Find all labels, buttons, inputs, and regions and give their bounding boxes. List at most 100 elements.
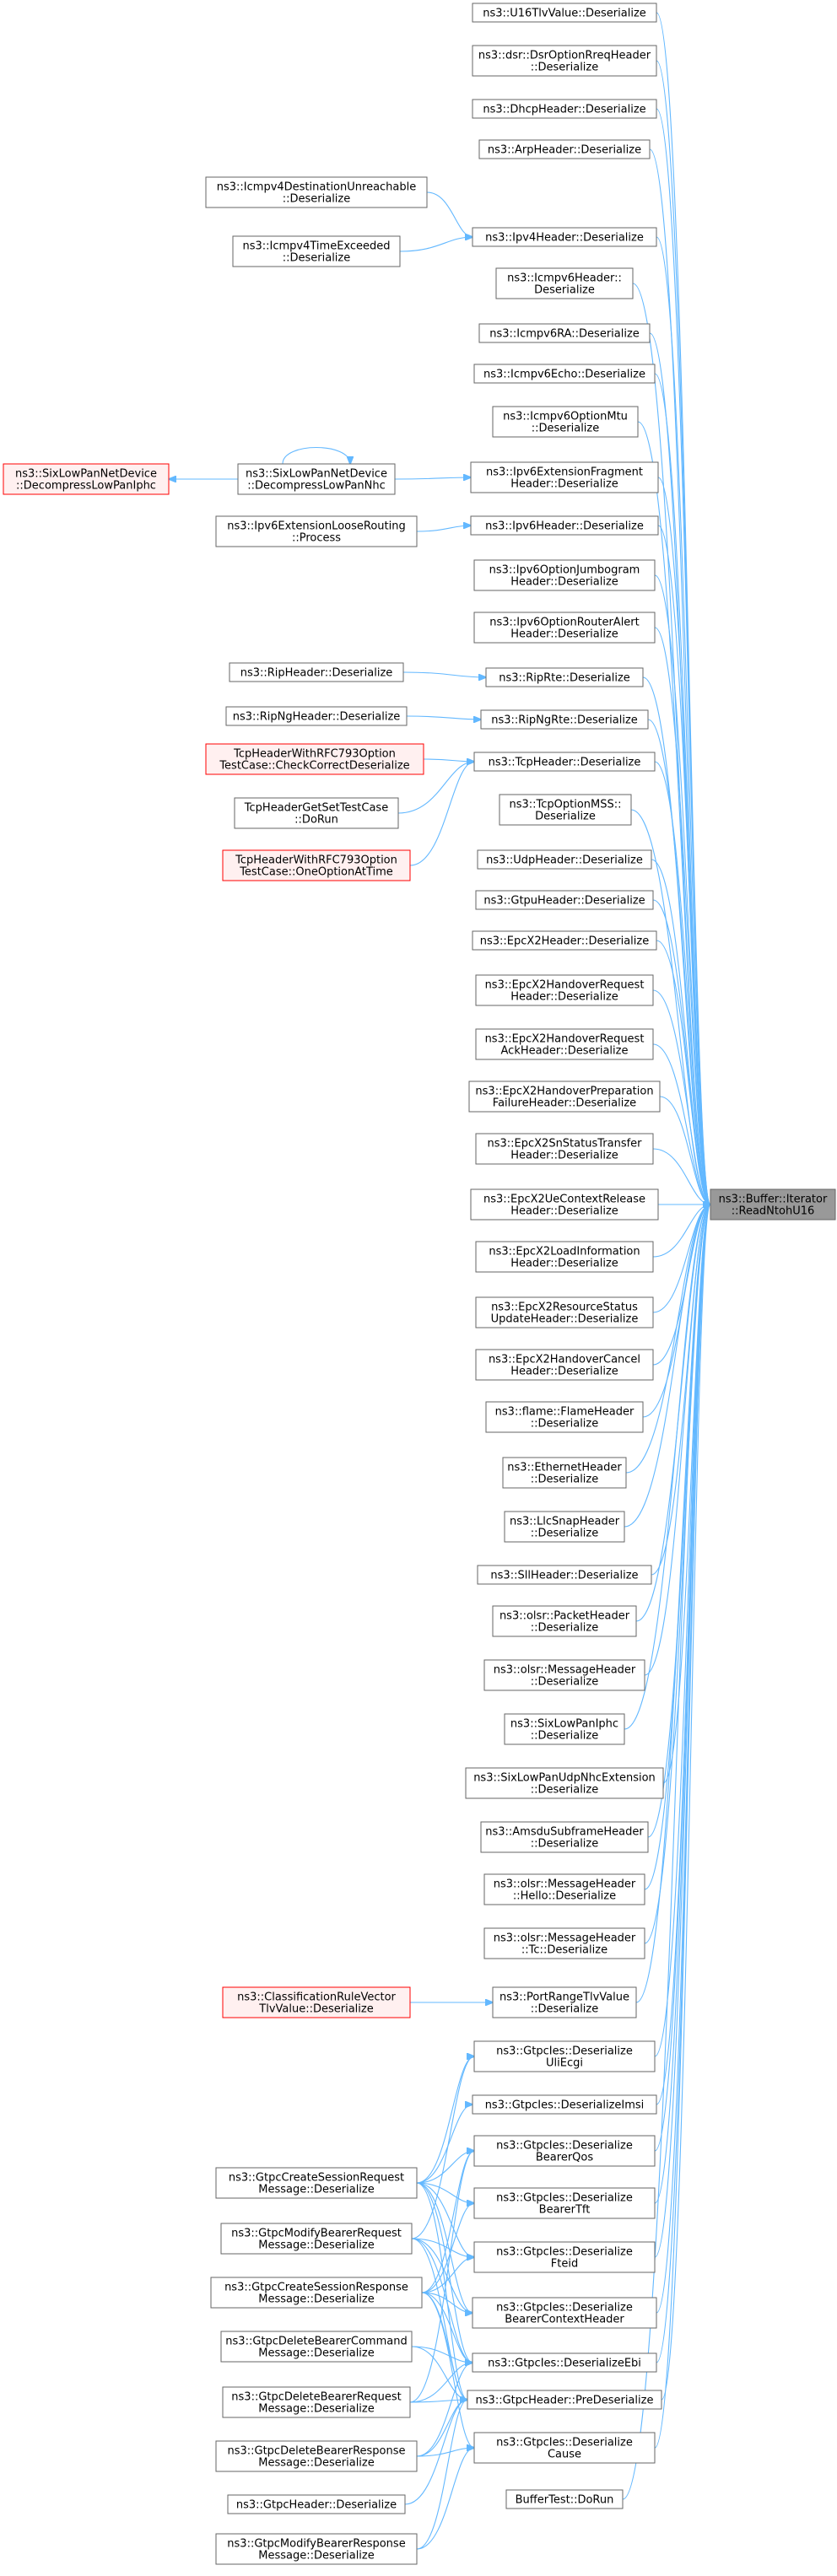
edge-l3-to-n10 bbox=[394, 477, 471, 479]
graph-node[interactable]: ns3::Icmpv6OptionMtu::Deserialize bbox=[492, 406, 639, 438]
graph-node[interactable]: ns3::TcpOptionMSS::Deserialize bbox=[499, 794, 632, 826]
graph-node[interactable]: ns3::EpcX2HandoverCancelHeader::Deserial… bbox=[475, 1349, 654, 1381]
graph-node[interactable]: ns3::GtpcIes::DeserializeBearerContextHe… bbox=[472, 2297, 657, 2329]
node-box bbox=[472, 2094, 657, 2115]
graph-node[interactable]: ns3::GtpcDeleteBearerRequestMessage::Des… bbox=[222, 2386, 411, 2418]
node-label: ns3::ArpHeader::Deserialize bbox=[488, 144, 641, 157]
graph-node[interactable]: ns3::ArpHeader::Deserialize bbox=[478, 139, 651, 159]
graph-node[interactable]: ns3::GtpcDeleteBearerCommandMessage::Des… bbox=[220, 2331, 413, 2363]
graph-node[interactable]: ns3::SixLowPanIphc::Deserialize bbox=[504, 1713, 625, 1745]
node-label: ns3::ClassificationRuleVector bbox=[237, 1991, 396, 2004]
graph-node[interactable]: ns3::RipHeader::Deserialize bbox=[229, 662, 404, 682]
target-node[interactable]: ns3::Buffer::Iterator::ReadNtohU16 bbox=[710, 1188, 836, 1221]
graph-node[interactable]: ns3::flame::FlameHeader::Deserialize bbox=[485, 1401, 644, 1433]
graph-node[interactable]: ns3::PortRangeTlvValue::Deserialize bbox=[492, 1986, 637, 2018]
node-label: ns3::EpcX2SnStatusTransfer bbox=[487, 1138, 642, 1151]
graph-node[interactable]: ns3::RipRte::Deserialize bbox=[485, 667, 644, 687]
graph-node[interactable]: ns3::AmsduSubframeHeader::Deserialize bbox=[480, 1821, 649, 1853]
node-label: ns3::EpcX2HandoverCancel bbox=[489, 1354, 640, 1366]
graph-node[interactable]: ns3::ClassificationRuleVectorTlvValue::D… bbox=[222, 1986, 411, 2018]
graph-node[interactable]: ns3::Icmpv4DestinationUnreachable::Deser… bbox=[205, 176, 428, 208]
graph-node[interactable]: ns3::Icmpv6Echo::Deserialize bbox=[473, 364, 656, 384]
node-box bbox=[215, 2440, 418, 2472]
graph-node[interactable]: ns3::GtpcHeader::Deserialize bbox=[227, 2494, 406, 2514]
graph-node[interactable]: ns3::Ipv6OptionRouterAlertHeader::Deseri… bbox=[473, 612, 656, 644]
node-label: ns3::RipNgRte::Deserialize bbox=[491, 714, 638, 727]
graph-node[interactable]: ns3::DhcpHeader::Deserialize bbox=[472, 99, 657, 119]
node-label: ::DoRun bbox=[294, 814, 338, 827]
graph-node[interactable]: ns3::GtpcIes::DeserializeEbi bbox=[472, 2352, 657, 2373]
node-box bbox=[485, 667, 644, 687]
node-box bbox=[472, 3, 657, 23]
graph-node[interactable]: ns3::EpcX2UeContextReleaseHeader::Deseri… bbox=[470, 1188, 659, 1221]
graph-node[interactable]: ns3::Ipv6ExtensionFragmentHeader::Deseri… bbox=[470, 461, 659, 493]
graph-node[interactable]: ns3::olsr::MessageHeader::Deserialize bbox=[483, 1659, 645, 1691]
graph-node[interactable]: ns3::SixLowPanNetDevice::DecompressLowPa… bbox=[3, 463, 170, 495]
graph-node[interactable]: ns3::olsr::MessageHeader::Tc::Deserializ… bbox=[483, 1927, 645, 1959]
graph-node[interactable]: ns3::GtpcHeader::PreDeserialize bbox=[467, 2390, 662, 2410]
node-label: Header::Deserialize bbox=[510, 1205, 618, 1218]
graph-node[interactable]: ns3::Ipv6ExtensionLooseRouting::Process bbox=[215, 515, 418, 547]
graph-node[interactable]: ns3::Icmpv6RA::Deserialize bbox=[478, 323, 651, 343]
node-box bbox=[480, 1821, 649, 1853]
graph-node[interactable]: ns3::GtpcIes::DeserializeImsi bbox=[472, 2094, 657, 2115]
graph-node[interactable]: ns3::Ipv4Header::Deserialize bbox=[472, 227, 657, 247]
graph-node[interactable]: ns3::GtpcCreateSessionRequestMessage::De… bbox=[215, 2167, 418, 2199]
graph-node[interactable]: ns3::Ipv6OptionJumbogramHeader::Deserial… bbox=[473, 559, 656, 591]
graph-node[interactable]: ns3::RipNgHeader::Deserialize bbox=[225, 706, 408, 726]
node-label: ::Deserialize bbox=[531, 1676, 599, 1689]
node-label: ::Deserialize bbox=[531, 1784, 599, 1797]
graph-node[interactable]: ns3::EpcX2SnStatusTransferHeader::Deseri… bbox=[475, 1133, 654, 1165]
graph-node[interactable]: ns3::SixLowPanNetDevice::DecompressLowPa… bbox=[237, 463, 396, 495]
graph-node[interactable]: ns3::Ipv6Header::Deserialize bbox=[470, 515, 659, 536]
graph-node[interactable]: ns3::TcpHeader::Deserialize bbox=[473, 752, 656, 772]
node-label: UpdateHeader::Deserialize bbox=[491, 1313, 639, 1326]
node-label: ns3::GtpcIes::Deserialize bbox=[496, 2437, 633, 2449]
node-box bbox=[475, 1241, 654, 1273]
node-label: ::Deserialize bbox=[531, 1474, 599, 1486]
node-label: ns3::GtpcIes::Deserialize bbox=[496, 2192, 633, 2205]
graph-node[interactable]: ns3::olsr::MessageHeader::Hello::Deseria… bbox=[483, 1873, 645, 1905]
node-box bbox=[483, 1873, 645, 1905]
graph-node[interactable]: ns3::RipNgRte::Deserialize bbox=[480, 709, 649, 730]
graph-node[interactable]: ns3::EpcX2HandoverPreparationFailureHead… bbox=[468, 1081, 661, 1113]
graph-node[interactable]: ns3::EthernetHeader::Deserialize bbox=[502, 1457, 627, 1489]
edge-n35-to-T bbox=[624, 1204, 710, 1730]
graph-node[interactable]: ns3::U16TlvValue::Deserialize bbox=[472, 3, 657, 23]
graph-node[interactable]: TcpHeaderWithRFC793OptionTestCase::OneOp… bbox=[222, 849, 411, 881]
graph-node[interactable]: ns3::GtpcModifyBearerResponseMessage::De… bbox=[215, 2533, 418, 2565]
graph-node[interactable]: BufferTest::DoRun bbox=[505, 2489, 624, 2509]
graph-node[interactable]: ns3::GtpcCreateSessionResponseMessage::D… bbox=[210, 2277, 423, 2309]
graph-node[interactable]: ns3::EpcX2HandoverRequestHeader::Deseria… bbox=[475, 974, 654, 1006]
graph-node[interactable]: ns3::GtpuHeader::Deserialize bbox=[475, 890, 654, 910]
graph-node[interactable]: ns3::GtpcDeleteBearerResponseMessage::De… bbox=[215, 2440, 418, 2472]
node-label: ns3::Icmpv6OptionMtu bbox=[503, 411, 628, 423]
graph-node[interactable]: ns3::LlcSnapHeader::Deserialize bbox=[504, 1511, 625, 1543]
graph-node[interactable]: ns3::Icmpv4TimeExceeded::Deserialize bbox=[232, 235, 401, 267]
node-box bbox=[470, 515, 659, 536]
node-label: ns3::olsr::MessageHeader bbox=[494, 1932, 636, 1945]
graph-node[interactable]: ns3::UdpHeader::Deserialize bbox=[477, 849, 652, 870]
graph-node[interactable]: ns3::olsr::PacketHeader::Deserialize bbox=[492, 1605, 637, 1637]
node-label: ::ReadNtohU16 bbox=[732, 1205, 815, 1218]
edge-g9-to-T bbox=[654, 1204, 710, 2449]
node-label: BearerContextHeader bbox=[505, 2314, 624, 2326]
graph-node[interactable]: ns3::EpcX2HandoverRequestAckHeader::Dese… bbox=[475, 1028, 654, 1060]
graph-node[interactable]: ns3::GtpcModifyBearerRequestMessage::Des… bbox=[220, 2223, 413, 2255]
graph-node[interactable]: TcpHeaderGetSetTestCase::DoRun bbox=[234, 797, 399, 829]
graph-node[interactable]: ns3::EpcX2Header::Deserialize bbox=[472, 930, 657, 951]
graph-node[interactable]: ns3::EpcX2ResourceStatusUpdateHeader::De… bbox=[475, 1296, 654, 1328]
graph-node[interactable]: ns3::Icmpv6Header::Deserialize bbox=[495, 267, 634, 299]
node-label: ns3::GtpcIes::DeserializeImsi bbox=[485, 2099, 645, 2112]
graph-node[interactable]: ns3::EpcX2LoadInformationHeader::Deseria… bbox=[475, 1241, 654, 1273]
graph-node[interactable]: TcpHeaderWithRFC793OptionTestCase::Check… bbox=[205, 743, 424, 775]
node-label: UliEcgi bbox=[546, 2057, 583, 2070]
graph-node[interactable]: ns3::SllHeader::Deserialize bbox=[477, 1565, 652, 1585]
graph-node[interactable]: ns3::SixLowPanUdpNhcExtension::Deseriali… bbox=[465, 1767, 664, 1799]
graph-node[interactable]: ns3::dsr::DsrOptionRreqHeader::Deseriali… bbox=[472, 45, 657, 77]
